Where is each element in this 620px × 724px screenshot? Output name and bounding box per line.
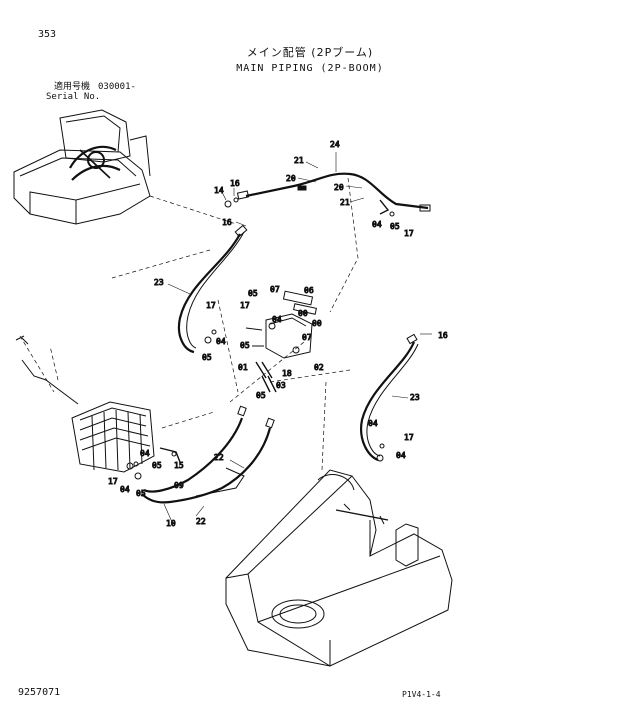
title-japanese: メイン配管 (2Pブーム)	[246, 46, 374, 59]
hose-23-upper	[177, 224, 248, 354]
callout-17: 17	[404, 433, 414, 442]
callout-05: 05	[202, 353, 212, 362]
callout-05: 05	[256, 391, 266, 400]
callout-17: 17	[108, 477, 118, 486]
serial-label-english: Serial No.	[46, 92, 101, 102]
reference-lines	[19, 177, 359, 471]
serial-value: 030001-	[98, 82, 136, 92]
callout-labels: 24 21 20 20 21 14 16 16 04 05 17 23 17 0…	[108, 140, 449, 529]
callout-17: 17	[240, 301, 250, 310]
callout-04: 04	[396, 451, 406, 460]
serial-label-japanese: 適用号機	[54, 82, 91, 92]
callout-04: 04	[372, 220, 382, 229]
callout-23: 23	[410, 393, 420, 402]
document-number: 9257071	[18, 687, 61, 698]
control-valve-assembly	[15, 335, 155, 473]
fittings	[133, 197, 395, 480]
callout-20: 20	[286, 174, 296, 183]
callout-05: 05	[390, 222, 400, 231]
callout-05: 05	[152, 461, 162, 470]
title-english: MAIN PIPING (2P-BOOM)	[236, 63, 384, 74]
callout-14: 14	[214, 186, 224, 195]
callout-10: 10	[166, 519, 176, 528]
callout-17: 17	[404, 229, 414, 238]
reference-code: P1V4-1-4	[402, 690, 441, 699]
callout-03: 03	[276, 381, 286, 390]
callout-04: 04	[120, 485, 130, 494]
callout-07: 07	[302, 333, 312, 342]
callout-00: 00	[312, 319, 322, 328]
callout-24: 24	[330, 140, 340, 149]
callout-leaders	[163, 152, 432, 523]
hose-24	[236, 172, 431, 215]
callout-04: 04	[216, 337, 226, 346]
callout-09: 09	[174, 481, 184, 490]
callout-16: 16	[438, 331, 448, 340]
hose-23-lower	[360, 333, 419, 462]
callout-04: 04	[272, 315, 282, 324]
boom-structure	[225, 469, 453, 667]
callout-21: 21	[294, 156, 304, 165]
callout-16: 16	[222, 218, 232, 227]
callout-07: 07	[270, 285, 280, 294]
callout-21: 21	[340, 198, 350, 207]
machine-overview-illustration	[13, 109, 151, 225]
callout-23: 23	[154, 278, 164, 287]
callout-04: 04	[140, 449, 150, 458]
callout-20: 20	[334, 183, 344, 192]
callout-05: 05	[248, 289, 258, 298]
callout-16: 16	[230, 179, 240, 188]
lower-hoses	[141, 405, 275, 504]
callout-04: 04	[368, 419, 378, 428]
callout-18: 18	[282, 369, 292, 378]
callout-02: 02	[314, 363, 324, 372]
callout-15: 15	[174, 461, 184, 470]
callout-22: 22	[196, 517, 206, 526]
callout-22: 22	[214, 453, 224, 462]
callout-17: 17	[206, 301, 216, 310]
callout-05: 05	[136, 489, 146, 498]
callout-05: 05	[240, 341, 250, 350]
center-valve-block	[245, 290, 317, 393]
callout-00: 00	[298, 309, 308, 318]
callout-01: 01	[238, 363, 248, 372]
callout-06: 06	[304, 286, 314, 295]
page-number: 353	[38, 29, 57, 40]
